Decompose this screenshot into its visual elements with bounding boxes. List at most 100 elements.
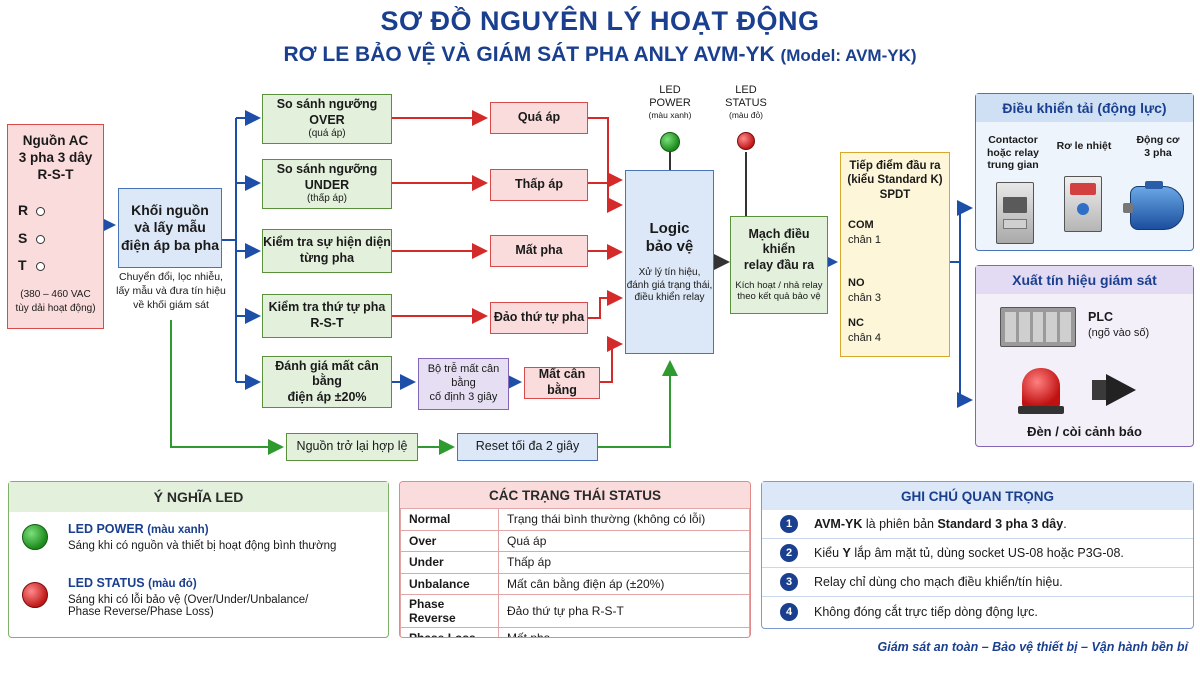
led-power-legend-icon <box>22 524 48 550</box>
logic-desc-l3: điều khiển relay <box>634 292 705 303</box>
led-status-legend: LED STATUS (màu đỏ) Sáng khi có lỗi bảo … <box>68 576 308 618</box>
power-valid-box: Nguồn trở lại hợp lệ <box>286 433 418 461</box>
logic-title-l2: bảo vệ <box>645 238 694 256</box>
check-presence-box: Kiểm tra sự hiện diện từng pha <box>262 229 392 273</box>
note-item-1: 1 AVM-YK là phiên bản Standard 3 pha 3 d… <box>762 510 1193 539</box>
motor-label: Động cơ 3 pha <box>1128 134 1188 159</box>
contact-com: COM chân 1 <box>848 218 881 248</box>
fault-loss-box: Mất pha <box>490 235 588 267</box>
status-value: Mất cân bằng điện áp (±20%) <box>498 572 750 595</box>
led-status-legend-desc-l2: Phase Reverse/Phase Loss) <box>68 606 214 618</box>
monitoring-output-panel: Xuất tín hiệu giám sát <box>975 265 1194 447</box>
status-key: Phase Loss <box>400 627 499 637</box>
driver-desc-l2: theo kết quả bảo vệ <box>737 291 821 303</box>
contact-nc-pin: chân 4 <box>848 331 882 344</box>
contact-com-pin: chân 1 <box>848 233 882 246</box>
source-range-l1: (380 – 460 VAC <box>20 289 91 300</box>
terminal-s-icon <box>36 235 45 244</box>
note1-bold1: AVM-YK <box>814 517 863 531</box>
page-title: SƠ ĐỒ NGUYÊN LÝ HOẠT ĐỘNG <box>380 6 820 36</box>
power-title-l3: điện áp ba pha <box>120 236 219 253</box>
power-title-l2: và lấy mẫu <box>134 219 206 236</box>
note-number-3: 3 <box>780 573 798 591</box>
check-over-box: So sánh ngưỡng OVER (quá áp) <box>262 94 392 144</box>
fault-unbalance-box: Mất cân bằng <box>524 367 600 399</box>
check-sequence-l1: Kiểm tra thứ tự pha <box>268 300 386 315</box>
status-row: Phase LossMất pha <box>400 627 750 637</box>
source-title-l1: Nguồn AC <box>22 133 89 148</box>
note2-text1: Kiểu <box>814 546 843 560</box>
check-unbalance-l2: điện áp ±20% <box>287 389 367 404</box>
terminal-r-icon <box>36 207 45 216</box>
led-status-label: LED STATUS (màu đỏ) <box>716 84 776 121</box>
contactor-l2: hoặc relay <box>987 146 1039 159</box>
terminal-t-icon <box>36 262 45 271</box>
motor-l1: Động cơ <box>1136 134 1180 146</box>
motor-icon <box>1123 181 1184 230</box>
led-power-legend: LED POWER (màu xanh) Sáng khi có nguồn v… <box>68 522 336 552</box>
status-value: Thấp áp <box>498 551 750 574</box>
contact-com-label: COM <box>848 219 874 231</box>
contact-title-l2: (kiểu Standard K) <box>847 174 943 187</box>
led-power-legend-name: LED POWER <box>68 522 144 536</box>
status-value: Mất pha <box>498 627 750 637</box>
led-meaning-panel: Ý NGHĨA LED <box>8 481 389 638</box>
check-presence-l2: từng pha <box>299 251 355 265</box>
notes-panel: GHI CHÚ QUAN TRỌNG 1 AVM-YK là phiên bản… <box>761 481 1194 629</box>
power-description: Chuyển đổi, lọc nhiễu, lấy mẫu và đưa tí… <box>112 270 230 313</box>
check-under-l3: (thấp áp) <box>306 193 348 205</box>
contactor-label: Contactor hoặc relay trung gian <box>982 134 1044 172</box>
relay-driver-box: Mạch điều khiển relay đầu ra Kích hoạt /… <box>730 216 828 314</box>
page-subtitle: RƠ LE BẢO VỆ VÀ GIÁM SÁT PHA ANLY AVM-YK… <box>0 43 1200 67</box>
contact-title-l3: SPDT <box>879 188 911 201</box>
check-unbalance-box: Đánh giá mất cân bằng điện áp ±20% <box>262 356 392 408</box>
logic-desc-l2: đánh giá trạng thái, <box>626 279 713 291</box>
driver-title-l2: relay đầu ra <box>743 257 815 272</box>
status-key: Unbalance <box>400 572 499 595</box>
check-under-box: So sánh ngưỡng UNDER (thấp áp) <box>262 159 392 209</box>
note2-bold1: Y <box>842 546 851 560</box>
plc-description: (ngõ vào số) <box>1088 327 1150 339</box>
check-under-l2: UNDER <box>304 177 350 192</box>
power-desc-l3: về khối giám sát <box>133 299 209 312</box>
check-presence-l1: Kiểm tra sự hiện diện <box>263 235 391 250</box>
driver-desc-l1: Kích hoạt / nhả relay <box>735 279 823 291</box>
delay-l1: Bộ trễ mất cân bằng <box>427 363 500 390</box>
plc-icon <box>1000 307 1076 347</box>
unbalance-delay-box: Bộ trễ mất cân bằng cố định 3 giây <box>418 358 509 410</box>
fault-loss-label: Mất pha <box>515 243 563 258</box>
note1-text2: . <box>1063 517 1067 531</box>
contact-nc-label: NC <box>848 317 864 329</box>
contact-no-label: NO <box>848 277 865 289</box>
load-panel-title: Điều khiển tải (động lực) <box>976 94 1193 122</box>
subtitle-model: (Model: AVM-YK) <box>780 46 917 65</box>
contactor-l1: Contactor <box>988 134 1038 146</box>
logic-desc-l1: Xử lý tín hiệu, <box>638 267 701 278</box>
status-key: Normal <box>400 508 499 531</box>
led-meaning-title: Ý NGHĨA LED <box>9 482 388 512</box>
led-status-legend-color: (màu đỏ) <box>148 578 197 590</box>
phase-s-label: S <box>18 230 28 246</box>
alarm-label: Đèn / còi cảnh báo <box>1027 424 1142 439</box>
protection-logic-box: Logic bảo vệ Xử lý tín hiệu, đánh giá tr… <box>625 170 714 354</box>
logic-title-l1: Logic <box>649 219 690 237</box>
note3-text: Relay chỉ dùng cho mạch điều khiển/tín h… <box>814 575 1063 589</box>
check-over-l1: So sánh ngưỡng <box>276 97 378 112</box>
power-desc-l1: Chuyển đổi, lọc nhiễu, <box>119 271 223 283</box>
note2-text2: lắp âm mặt tủ, dùng socket US-08 hoặc P3… <box>850 546 1124 560</box>
led-status-legend-desc-l1: Sáng khi có lỗi bảo vệ (Over/Under/Unbal… <box>68 594 309 606</box>
fault-over-label: Quá áp <box>517 110 561 125</box>
note4-text: Không đóng cắt trực tiếp dòng động lực. <box>814 604 1038 619</box>
status-value: Trạng thái bình thường (không có lỗi) <box>498 508 750 531</box>
power-sampling-block: Khối nguồn và lấy mẫu điện áp ba pha <box>118 188 222 268</box>
note1-text1: là phiên bản <box>862 517 938 531</box>
contact-no: NO chân 3 <box>848 276 881 306</box>
led-power-icon <box>660 132 680 152</box>
note-number-1: 1 <box>780 515 798 533</box>
subtitle-main: RƠ LE BẢO VỆ VÀ GIÁM SÁT PHA ANLY AVM-YK <box>283 43 775 66</box>
